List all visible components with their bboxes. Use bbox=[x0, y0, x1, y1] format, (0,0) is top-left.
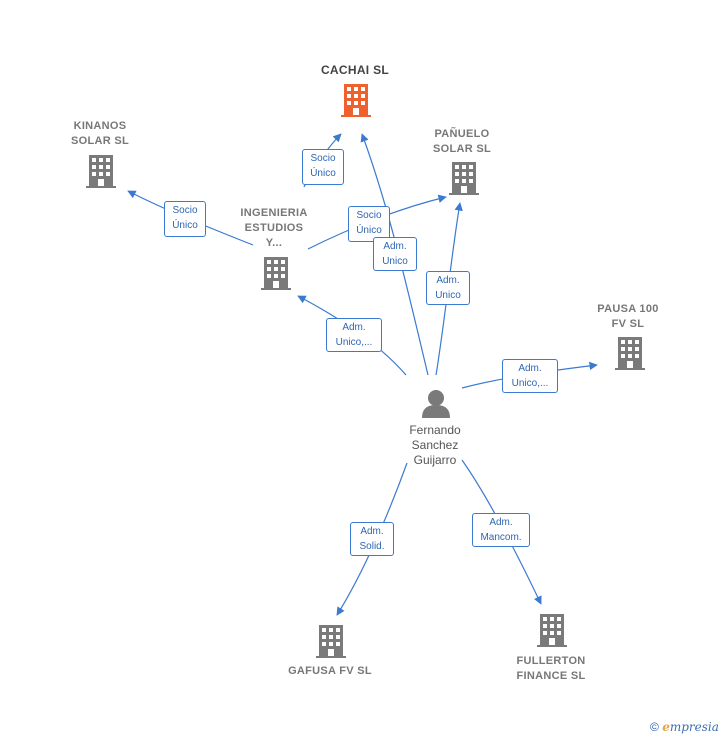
edge-label-line2: Mancom. bbox=[480, 532, 522, 543]
node-label-fullerton[interactable]: FULLERTON FINANCE SL bbox=[498, 654, 604, 684]
edge-label-line2: Unico,... bbox=[335, 337, 373, 348]
edge-label-line2: Unico bbox=[435, 290, 461, 301]
node-label-cachai[interactable]: CACHAI SL bbox=[300, 63, 410, 78]
empresia-logo: empresia bbox=[662, 720, 719, 734]
node-name-line2: SOLAR SL bbox=[432, 143, 491, 155]
edge-label-ing-kinanos: Socio Único bbox=[164, 201, 206, 237]
node-name-line1: PAÑUELO bbox=[434, 128, 490, 140]
edge-label-line1: Socio bbox=[172, 205, 198, 216]
edge-label-line1: Adm. bbox=[342, 322, 366, 333]
edge-label-line2: Unico bbox=[382, 256, 408, 267]
node-name-line3: Y... bbox=[265, 237, 283, 249]
edge-label-line1: Adm. bbox=[383, 241, 407, 252]
edge-label-person-ing: Adm. Unico,... bbox=[326, 318, 382, 352]
edge-label-person-gafusa: Adm. Solid. bbox=[350, 522, 394, 556]
node-label-panuelo[interactable]: PAÑUELO SOLAR SL bbox=[412, 127, 512, 157]
building-icon bbox=[316, 625, 346, 658]
building-icon bbox=[537, 614, 567, 647]
edge-label-person-cachai: Adm. Unico bbox=[373, 237, 417, 271]
node-name-line1: INGENIERIA bbox=[240, 207, 308, 219]
copyright-symbol: © bbox=[650, 720, 659, 734]
brand-rest: mpresia bbox=[669, 720, 719, 734]
node-label-kinanos[interactable]: KINANOS SOLAR SL bbox=[50, 119, 150, 149]
person-label[interactable]: Fernando Sanchez Guijarro bbox=[390, 423, 480, 468]
node-name: GAFUSA FV SL bbox=[288, 665, 372, 677]
building-icon bbox=[615, 337, 645, 370]
building-icon bbox=[261, 257, 291, 290]
edge-label-person-panuelo: Adm. Unico bbox=[426, 271, 470, 305]
edge-label-line2: Único bbox=[356, 225, 382, 236]
edge-label-line1: Adm. bbox=[436, 275, 460, 286]
edge-label-line2: Único bbox=[310, 168, 336, 179]
building-icon bbox=[341, 84, 371, 117]
person-icon bbox=[422, 390, 450, 418]
node-name: CACHAI SL bbox=[320, 63, 390, 77]
node-label-ingenieria[interactable]: INGENIERIA ESTUDIOS Y... bbox=[224, 206, 324, 251]
edge-label-person-fullerton: Adm. Mancom. bbox=[472, 513, 530, 547]
node-label-gafusa[interactable]: GAFUSA FV SL bbox=[270, 664, 390, 679]
building-icon bbox=[449, 162, 479, 195]
node-name-line1: PAUSA 100 bbox=[597, 303, 659, 315]
node-name-line2: SOLAR SL bbox=[70, 135, 129, 147]
node-label-pausa[interactable]: PAUSA 100 FV SL bbox=[583, 302, 673, 332]
empresia-watermark: © empresia bbox=[650, 720, 719, 734]
edge-label-line1: Socio bbox=[310, 153, 336, 164]
brand-e: e bbox=[662, 720, 670, 734]
edge-label-person-pausa: Adm. Unico,... bbox=[502, 359, 558, 393]
node-name-line2: FV SL bbox=[611, 318, 645, 330]
person-name-line3: Guijarro bbox=[413, 453, 457, 467]
node-name-line2: ESTUDIOS bbox=[244, 222, 304, 234]
edge-label-line1: Adm. bbox=[360, 526, 384, 537]
node-name-line1: KINANOS bbox=[73, 120, 127, 132]
edge-label-line2: Único bbox=[172, 220, 198, 231]
person-name-line2: Sanchez bbox=[411, 438, 459, 452]
edge-label-ing-cachai: Socio Único bbox=[302, 149, 344, 185]
node-name-line2: FINANCE SL bbox=[516, 670, 586, 682]
edge-label-line2: Unico,... bbox=[511, 378, 549, 389]
person-name-line1: Fernando bbox=[409, 423, 461, 437]
edge-label-ing-panuelo: Socio Único bbox=[348, 206, 390, 242]
node-name-line1: FULLERTON bbox=[516, 655, 586, 667]
edge-label-line1: Socio bbox=[356, 210, 382, 221]
edge-label-line1: Adm. bbox=[489, 517, 513, 528]
building-icon bbox=[86, 155, 116, 188]
edge-label-line1: Adm. bbox=[518, 363, 542, 374]
edge-label-line2: Solid. bbox=[359, 541, 385, 552]
